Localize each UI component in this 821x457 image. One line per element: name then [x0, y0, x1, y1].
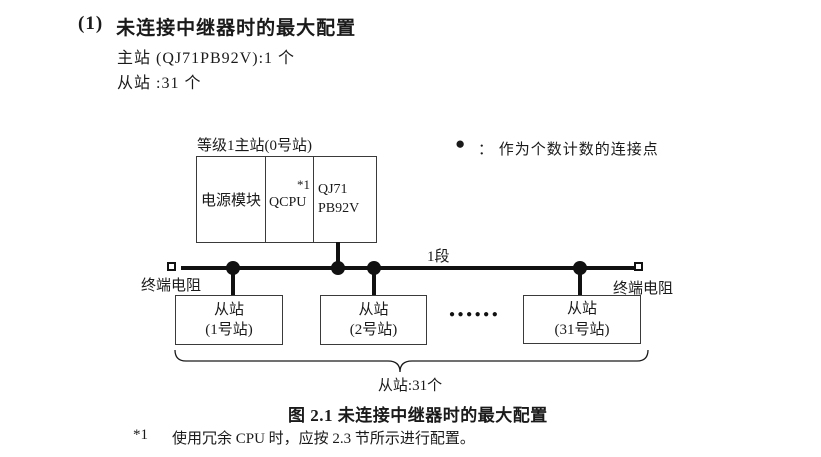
- section-heading: (1) 未连接中继器时的最大配置: [78, 13, 356, 40]
- legend-connection-point-icon: ●: [455, 134, 466, 153]
- ellipsis-dots-icon: ●●●●●●: [449, 309, 501, 320]
- slave-station-2-box: 从站 (2号站): [320, 295, 427, 345]
- terminating-resistor-left-label: 终端电阻: [141, 278, 202, 294]
- connection-point-master-icon: [331, 261, 345, 275]
- qcpu-label: QCPU: [269, 195, 307, 210]
- master-station-label: 等级1主站(0号站): [197, 138, 312, 154]
- qcpu-footnote-ref: *1: [297, 177, 310, 192]
- footnote-marker: *1: [133, 427, 148, 443]
- slave2-line2: (2号站): [349, 322, 398, 338]
- slave1-line2: (1号站): [205, 322, 253, 338]
- terminating-resistor-right-label: 终端电阻: [613, 281, 674, 297]
- slave1-line1: 从站: [213, 301, 244, 318]
- slave31-line1: 从站: [566, 301, 597, 318]
- master-station-box: 电源模块 *1 QCPU QJ71 PB92V: [196, 156, 377, 243]
- slave-station-1-box: 从站 (1号站): [175, 295, 283, 345]
- slave-count-line: 从站 :31 个: [117, 75, 202, 92]
- drop-line-slave2: [372, 268, 376, 296]
- bus-line: [181, 266, 635, 270]
- section-index: (1): [78, 13, 104, 34]
- drop-line-master: [336, 242, 340, 267]
- segment-label: 1段: [427, 249, 450, 265]
- power-module-cell: 电源模块: [197, 157, 266, 242]
- slave-station-31-box: 从站 (31号站): [523, 295, 641, 344]
- slave31-line2: (31号站): [554, 321, 610, 338]
- qj71-line1: QJ71: [318, 181, 348, 197]
- master-count-line: 主站 (QJ71PB92V):1 个: [117, 50, 296, 67]
- section-title: 未连接中继器时的最大配置: [116, 18, 357, 39]
- drop-line-slave31: [578, 268, 582, 296]
- qj71-line2: PB92V: [318, 200, 360, 216]
- figure-caption: 图 2.1 未连接中继器时的最大配置: [288, 406, 548, 425]
- brace-label: 从站:31个: [377, 378, 443, 394]
- qcpu-cell: *1 QCPU: [266, 157, 314, 242]
- slave-group-brace: [174, 349, 649, 373]
- slave2-line1: 从站: [358, 301, 389, 318]
- qj71pb92v-cell: QJ71 PB92V: [314, 157, 376, 242]
- terminating-resistor-left-icon: [167, 262, 176, 271]
- drop-line-slave1: [231, 268, 235, 296]
- legend-text: ： 作为个数计数的连接点: [478, 142, 659, 158]
- terminating-resistor-right-icon: [634, 262, 643, 271]
- footnote-text: 使用冗余 CPU 时，应按 2.3 节所示进行配置。: [172, 431, 475, 447]
